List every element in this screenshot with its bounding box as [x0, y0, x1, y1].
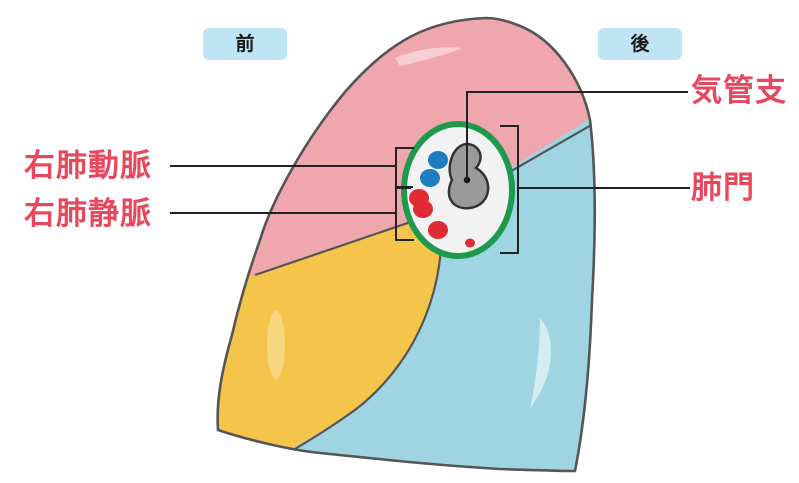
vein-vessel [465, 239, 475, 248]
pulmonary-vein-label: 右肺静脈 [24, 196, 152, 232]
vein-vessel [413, 200, 433, 218]
pulmonary-artery-label: 右肺動脈 [24, 148, 152, 184]
artery-vessel [420, 169, 440, 187]
artery-vessel [428, 151, 448, 169]
hilum-label: 肺門 [691, 170, 755, 206]
vein-vessel [428, 221, 448, 239]
lobe-highlight [267, 311, 285, 379]
bronchus-label: 気管支 [691, 73, 787, 109]
anterior-tag: 前 [203, 28, 287, 60]
posterior-tag: 後 [598, 28, 682, 60]
